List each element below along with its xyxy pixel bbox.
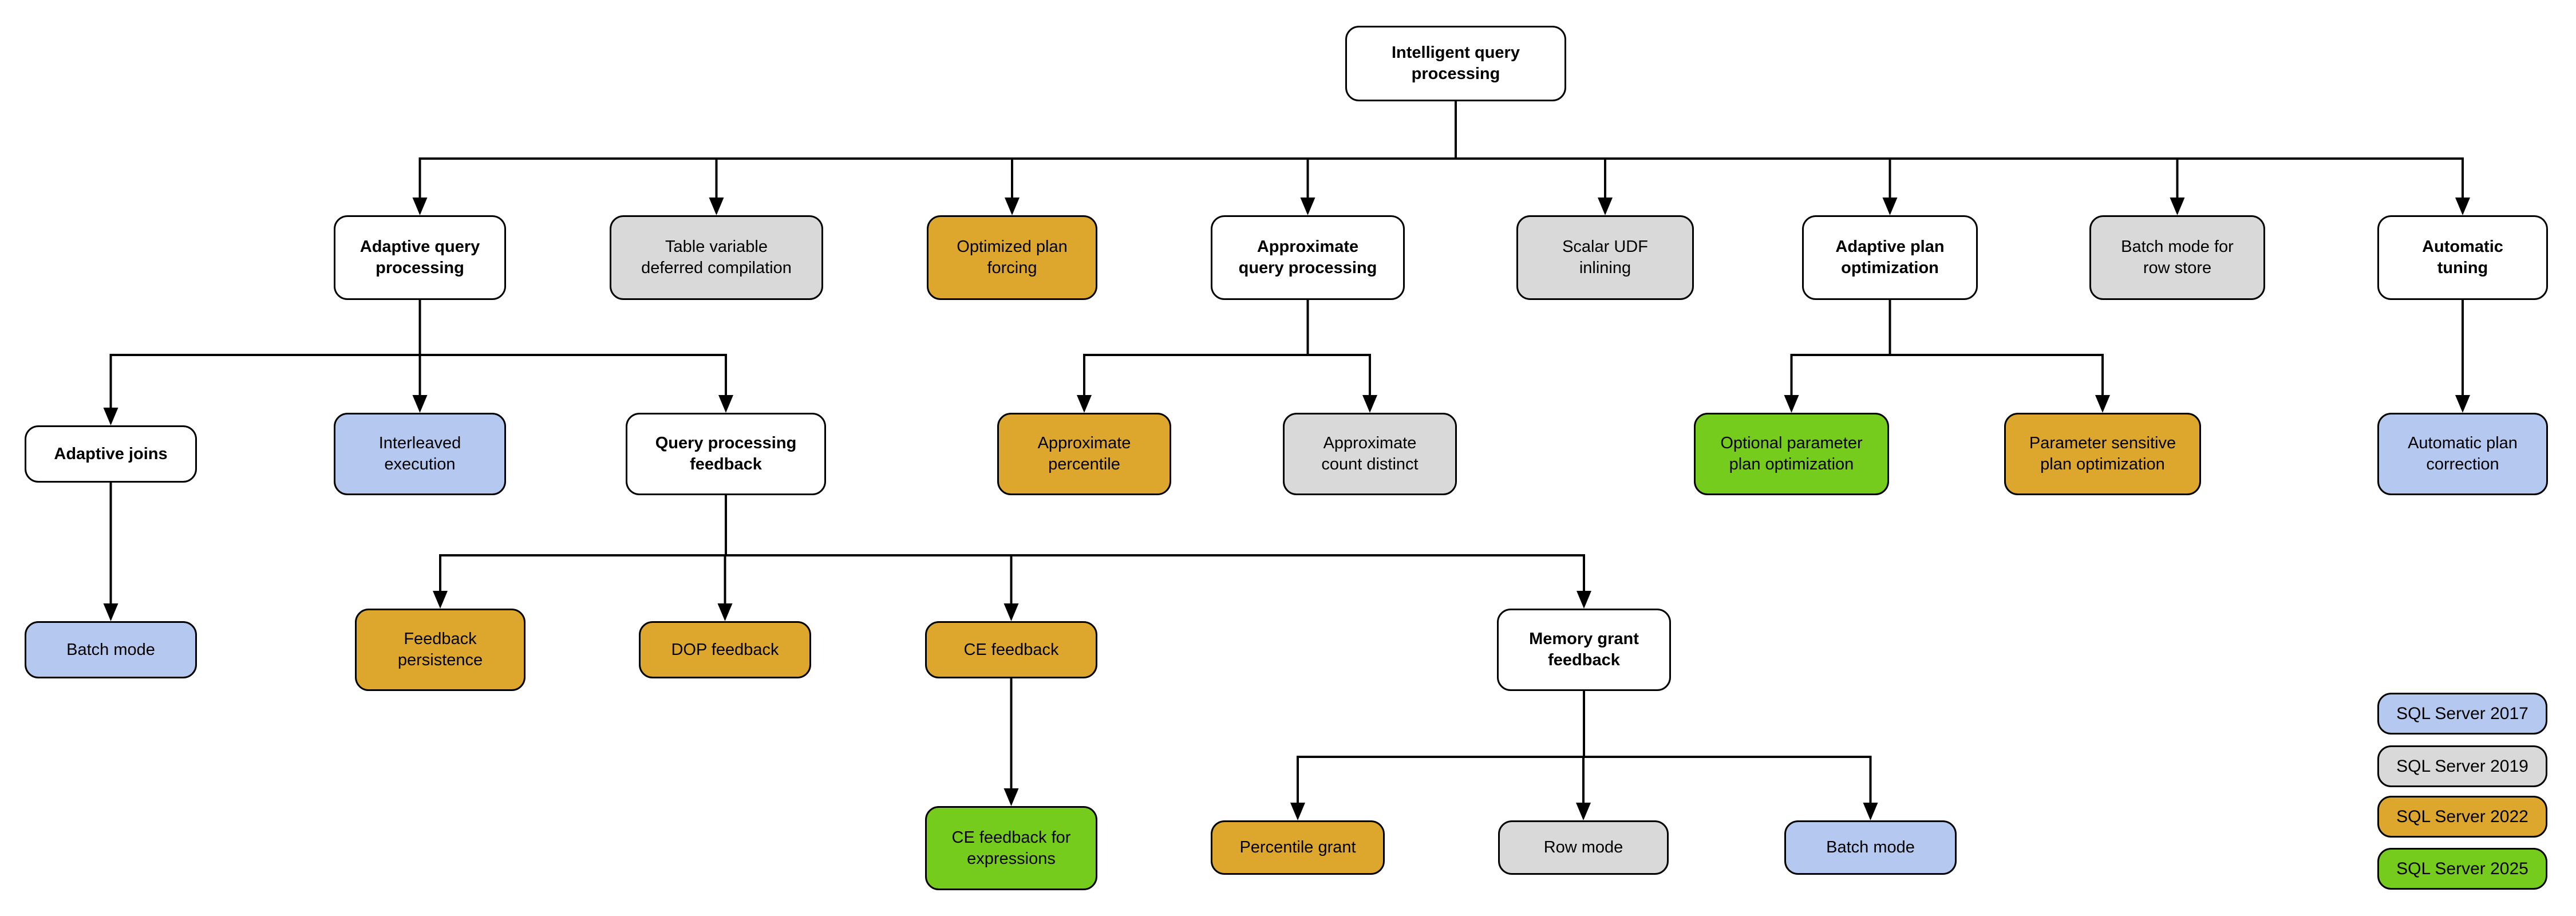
node-mem-grant: Memory grant feedback: [1497, 609, 1671, 691]
arrowhead-icon: [2170, 198, 2185, 215]
node-auto-tuning: Automatic tuning: [2377, 215, 2548, 300]
node-table-var: Table variable deferred compilation: [610, 215, 823, 300]
arrowhead-icon: [709, 198, 724, 215]
node-feedback-persist: Feedback persistence: [355, 609, 526, 691]
node-ce-feedback-expr: CE feedback for expressions: [925, 806, 1097, 890]
arrowhead-icon: [433, 591, 448, 609]
node-scalar-udf: Scalar UDF inlining: [1516, 215, 1694, 300]
arrowhead-icon: [103, 603, 118, 621]
legend-item-2019: SQL Server 2019: [2377, 745, 2547, 787]
arrowhead-icon: [1300, 198, 1315, 215]
arrowhead-icon: [1003, 788, 1019, 806]
node-adaptive-joins: Adaptive joins: [25, 425, 197, 483]
legend-item-2017: SQL Server 2017: [2377, 693, 2547, 735]
node-param-sensitive: Parameter sensitive plan optimization: [2004, 413, 2201, 495]
node-opt-plan-forcing: Optimized plan forcing: [927, 215, 1097, 300]
node-qp-feedback: Query processing feedback: [626, 413, 826, 495]
node-batch-mode-aj: Batch mode: [25, 621, 197, 678]
node-auto-plan-corr: Automatic plan correction: [2377, 413, 2548, 495]
arrowhead-icon: [1077, 395, 1092, 413]
arrowhead-icon: [1290, 803, 1305, 820]
arrowhead-icon: [1362, 395, 1377, 413]
node-dop-feedback: DOP feedback: [639, 621, 811, 678]
node-adaptive-plan-opt: Adaptive plan optimization: [1802, 215, 1978, 300]
legend-item-2022: SQL Server 2022: [2377, 796, 2547, 838]
node-batch-mode-mg: Batch mode: [1784, 820, 1957, 875]
node-percentile-grant: Percentile grant: [1211, 820, 1385, 875]
legend-item-2025: SQL Server 2025: [2377, 848, 2547, 890]
arrowhead-icon: [1882, 198, 1898, 215]
arrowhead-icon: [1577, 591, 1591, 609]
node-row-mode: Row mode: [1498, 820, 1669, 875]
node-iqp: Intelligent query processing: [1345, 26, 1566, 101]
arrowhead-icon: [2455, 395, 2470, 413]
arrowhead-icon: [1863, 803, 1878, 820]
node-batch-row-store: Batch mode for row store: [2089, 215, 2265, 300]
arrowhead-icon: [1784, 395, 1799, 413]
arrowhead-icon: [103, 408, 118, 425]
arrowhead-icon: [717, 603, 733, 621]
node-ce-feedback: CE feedback: [925, 621, 1097, 678]
node-opt-param: Optional parameter plan optimization: [1694, 413, 1889, 495]
arrowhead-icon: [2455, 198, 2470, 215]
arrowhead-icon: [718, 395, 733, 413]
node-approx-qp: Approximate query processing: [1211, 215, 1405, 300]
node-approx-count: Approximate count distinct: [1283, 413, 1457, 495]
arrowhead-icon: [412, 198, 428, 215]
arrowhead-icon: [1598, 198, 1613, 215]
arrowhead-icon: [1003, 603, 1019, 621]
node-adaptive-qp: Adaptive query processing: [334, 215, 506, 300]
arrowhead-icon: [412, 395, 428, 413]
node-approx-pct: Approximate percentile: [997, 413, 1171, 495]
arrowhead-icon: [1005, 198, 1020, 215]
arrowhead-icon: [2095, 395, 2110, 413]
node-interleaved: Interleaved execution: [334, 413, 506, 495]
arrowhead-icon: [1576, 803, 1591, 820]
